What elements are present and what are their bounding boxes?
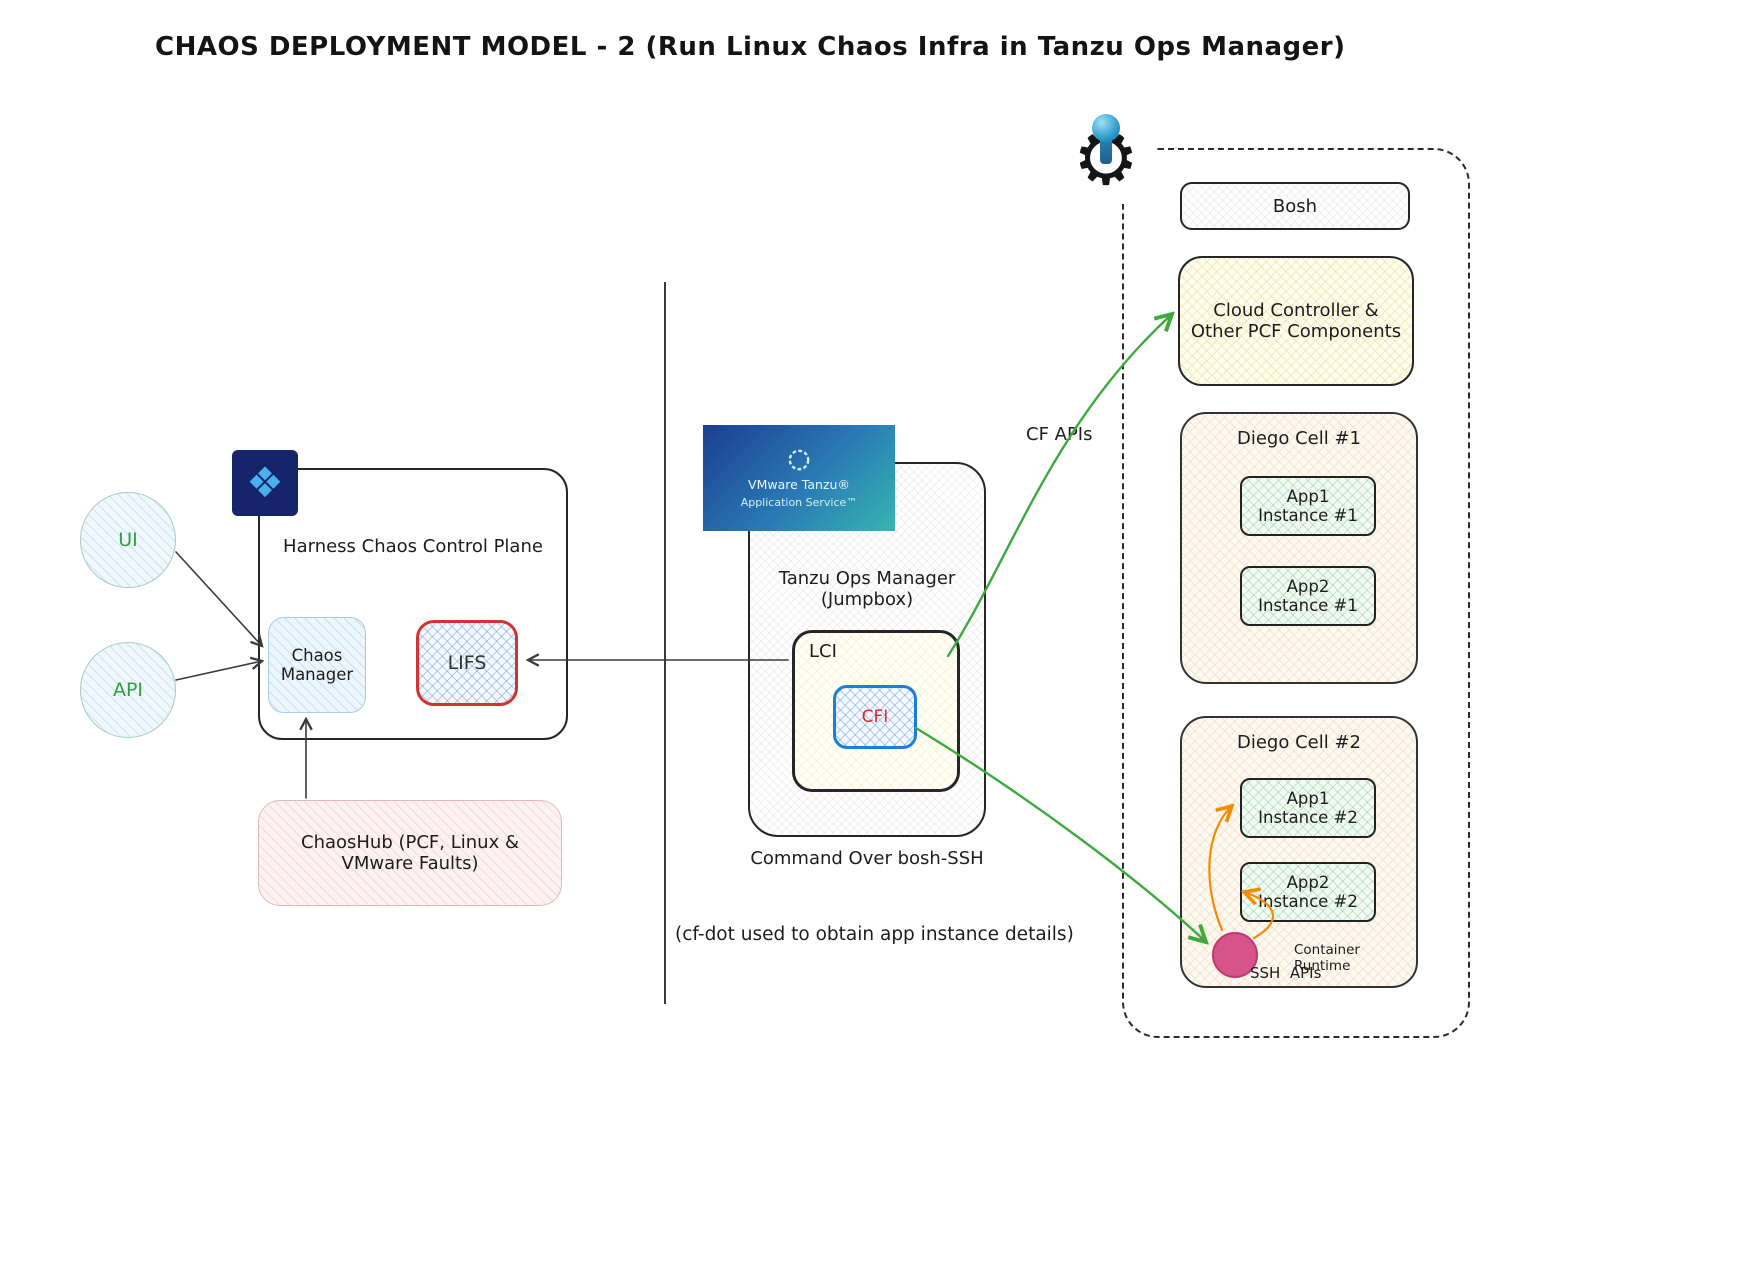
bosh-stem-icon: [1100, 136, 1112, 164]
lci-node: LCI CFI: [792, 630, 960, 792]
app1-instance-1-node: App1 Instance #1: [1240, 476, 1376, 536]
ui-node-label: UI: [118, 529, 138, 551]
chaoshub-node: ChaosHub (PCF, Linux & VMware Faults): [258, 800, 562, 906]
cloud-controller-node: Cloud Controller & Other PCF Components: [1178, 256, 1414, 386]
app2-instance-1-label: App2 Instance #1: [1258, 577, 1358, 615]
arrow-ui-to-chaos-manager: [175, 551, 262, 646]
caption-command-bosh-ssh: Command Over bosh-SSH: [750, 848, 984, 869]
ui-node: UI: [80, 492, 176, 588]
app1-instance-2-label: App1 Instance #2: [1258, 789, 1358, 827]
bosh-logo: ⚙: [1058, 108, 1154, 204]
diego-cell-1: Diego Cell #1 App1 Instance #1 App2 Inst…: [1180, 412, 1418, 684]
vmware-tanzu-logo: VMware Tanzu® Application Service™: [703, 425, 895, 531]
harness-logo-icon: ❖: [246, 458, 284, 507]
diego-cell-2: Diego Cell #2 App1 Instance #2 App2 Inst…: [1180, 716, 1418, 988]
cfi-label: CFI: [861, 707, 889, 727]
api-node: API: [80, 642, 176, 738]
bosh-label: Bosh: [1272, 195, 1318, 217]
lci-label: LCI: [809, 641, 837, 662]
page-title: CHAOS DEPLOYMENT MODEL - 2 (Run Linux Ch…: [155, 32, 1346, 62]
bosh-knob-icon: [1092, 114, 1120, 142]
tanzu-logo-line2: Application Service™: [740, 496, 858, 509]
diego-cell-1-title: Diego Cell #1: [1237, 428, 1361, 449]
app1-instance-1-label: App1 Instance #1: [1258, 487, 1358, 525]
harness-logo: ❖: [232, 450, 298, 516]
chaos-manager-node: Chaos Manager: [268, 617, 366, 713]
ssh-apis-label: SSH APIs: [1250, 964, 1322, 982]
app2-instance-2-node: App2 Instance #2: [1240, 862, 1376, 922]
tanzu-ring-icon: [788, 449, 810, 471]
chaos-manager-label: Chaos Manager: [280, 646, 354, 684]
lifs-node: LIFS: [416, 620, 518, 706]
cfi-node: CFI: [833, 685, 917, 749]
diego-cell-2-title: Diego Cell #2: [1237, 732, 1361, 753]
section-divider: [664, 282, 666, 1004]
tanzu-ops-manager-title: Tanzu Ops Manager (Jumpbox): [778, 568, 956, 610]
arrow-api-to-chaos-manager: [175, 661, 262, 681]
tanzu-logo-line1: VMware Tanzu®: [748, 477, 850, 492]
api-node-label: API: [112, 679, 144, 701]
cloud-controller-label: Cloud Controller & Other PCF Components: [1190, 300, 1402, 342]
cf-apis-label: CF APIs: [1026, 424, 1093, 445]
bosh-node: Bosh: [1180, 182, 1410, 230]
harness-control-plane-title: Harness Chaos Control Plane: [283, 536, 543, 557]
caption-cfdot: (cf-dot used to obtain app instance deta…: [675, 924, 1074, 945]
app2-instance-1-node: App2 Instance #1: [1240, 566, 1376, 626]
app2-instance-2-label: App2 Instance #2: [1258, 873, 1358, 911]
lifs-label: LIFS: [447, 652, 487, 674]
app1-instance-2-node: App1 Instance #2: [1240, 778, 1376, 838]
chaoshub-label: ChaosHub (PCF, Linux & VMware Faults): [301, 832, 519, 874]
container-runtime-label: Container Runtime: [1294, 942, 1360, 974]
ssh-endpoint-node: [1212, 932, 1258, 978]
